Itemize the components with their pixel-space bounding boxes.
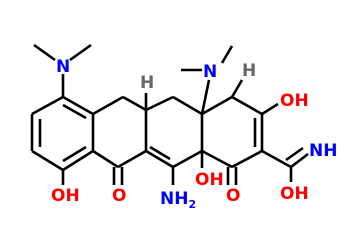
nh2-subscript: 2	[188, 198, 196, 211]
bond	[62, 103, 87, 120]
bond	[290, 152, 309, 169]
bond	[145, 149, 174, 169]
o-ketone-left-label: O	[112, 186, 126, 206]
bond	[145, 95, 174, 112]
nh2-main: NH	[160, 189, 188, 209]
oh-center-label: OH	[195, 170, 224, 190]
bond	[172, 149, 203, 169]
bond	[201, 149, 233, 169]
n-top-label: N	[203, 62, 217, 82]
oh-bottom-left-label: OH	[51, 186, 80, 206]
bond	[231, 95, 263, 116]
bond	[31, 149, 64, 172]
bond	[117, 149, 147, 169]
oh-right-label: OH	[280, 91, 309, 111]
bond	[69, 43, 92, 62]
bond	[33, 43, 56, 62]
bond	[149, 145, 171, 161]
bond	[92, 149, 119, 169]
nh2-label: NH2	[160, 189, 196, 211]
bond	[261, 149, 292, 169]
bond	[62, 145, 87, 163]
h-right-label: H	[242, 61, 256, 81]
oh-amide-label: OH	[280, 184, 309, 204]
bond	[261, 102, 279, 116]
bond	[220, 45, 234, 64]
bond	[92, 95, 124, 116]
bond	[231, 149, 263, 169]
bond	[172, 95, 203, 116]
bond	[122, 95, 147, 112]
bond	[62, 149, 94, 172]
bond	[31, 95, 64, 116]
o-ketone-right-label: O	[226, 186, 240, 206]
bonds	[30, 43, 309, 185]
bond	[201, 95, 233, 116]
h-left-label: H	[140, 73, 154, 93]
atom-labels: N N H H OH OH O NH2 OH O NH OH	[51, 57, 337, 211]
nh-imine-label: NH	[309, 141, 337, 161]
bond	[62, 95, 94, 116]
bond	[230, 79, 244, 98]
bond	[200, 79, 211, 115]
n-left-label: N	[56, 57, 70, 77]
bond	[285, 146, 304, 162]
